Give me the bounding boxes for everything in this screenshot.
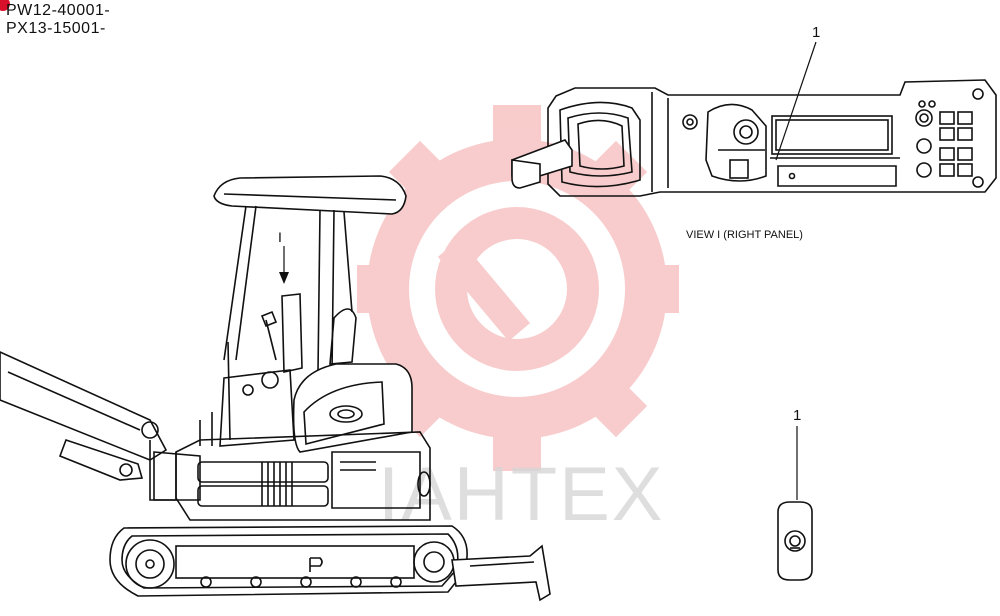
view-label: VIEW I (RIGHT PANEL) <box>686 229 803 241</box>
sticker-part <box>777 501 813 581</box>
right-panel-view <box>511 79 997 197</box>
serial-number-1: PW12-40001- <box>6 2 111 19</box>
excavator-illustration <box>0 175 551 602</box>
view-arrow-label: I <box>278 229 282 245</box>
callout-number-panel: 1 <box>812 24 820 41</box>
serial-number-2: PX13-15001- <box>6 20 106 37</box>
watermark-gear <box>357 105 679 471</box>
callout-number-sticker: 1 <box>793 407 801 424</box>
corner-marker-dot <box>0 0 10 11</box>
view-arrow-head <box>279 272 289 284</box>
watermark-text: IАНТЕХ <box>378 452 665 537</box>
callout-leader-panel <box>775 41 817 161</box>
